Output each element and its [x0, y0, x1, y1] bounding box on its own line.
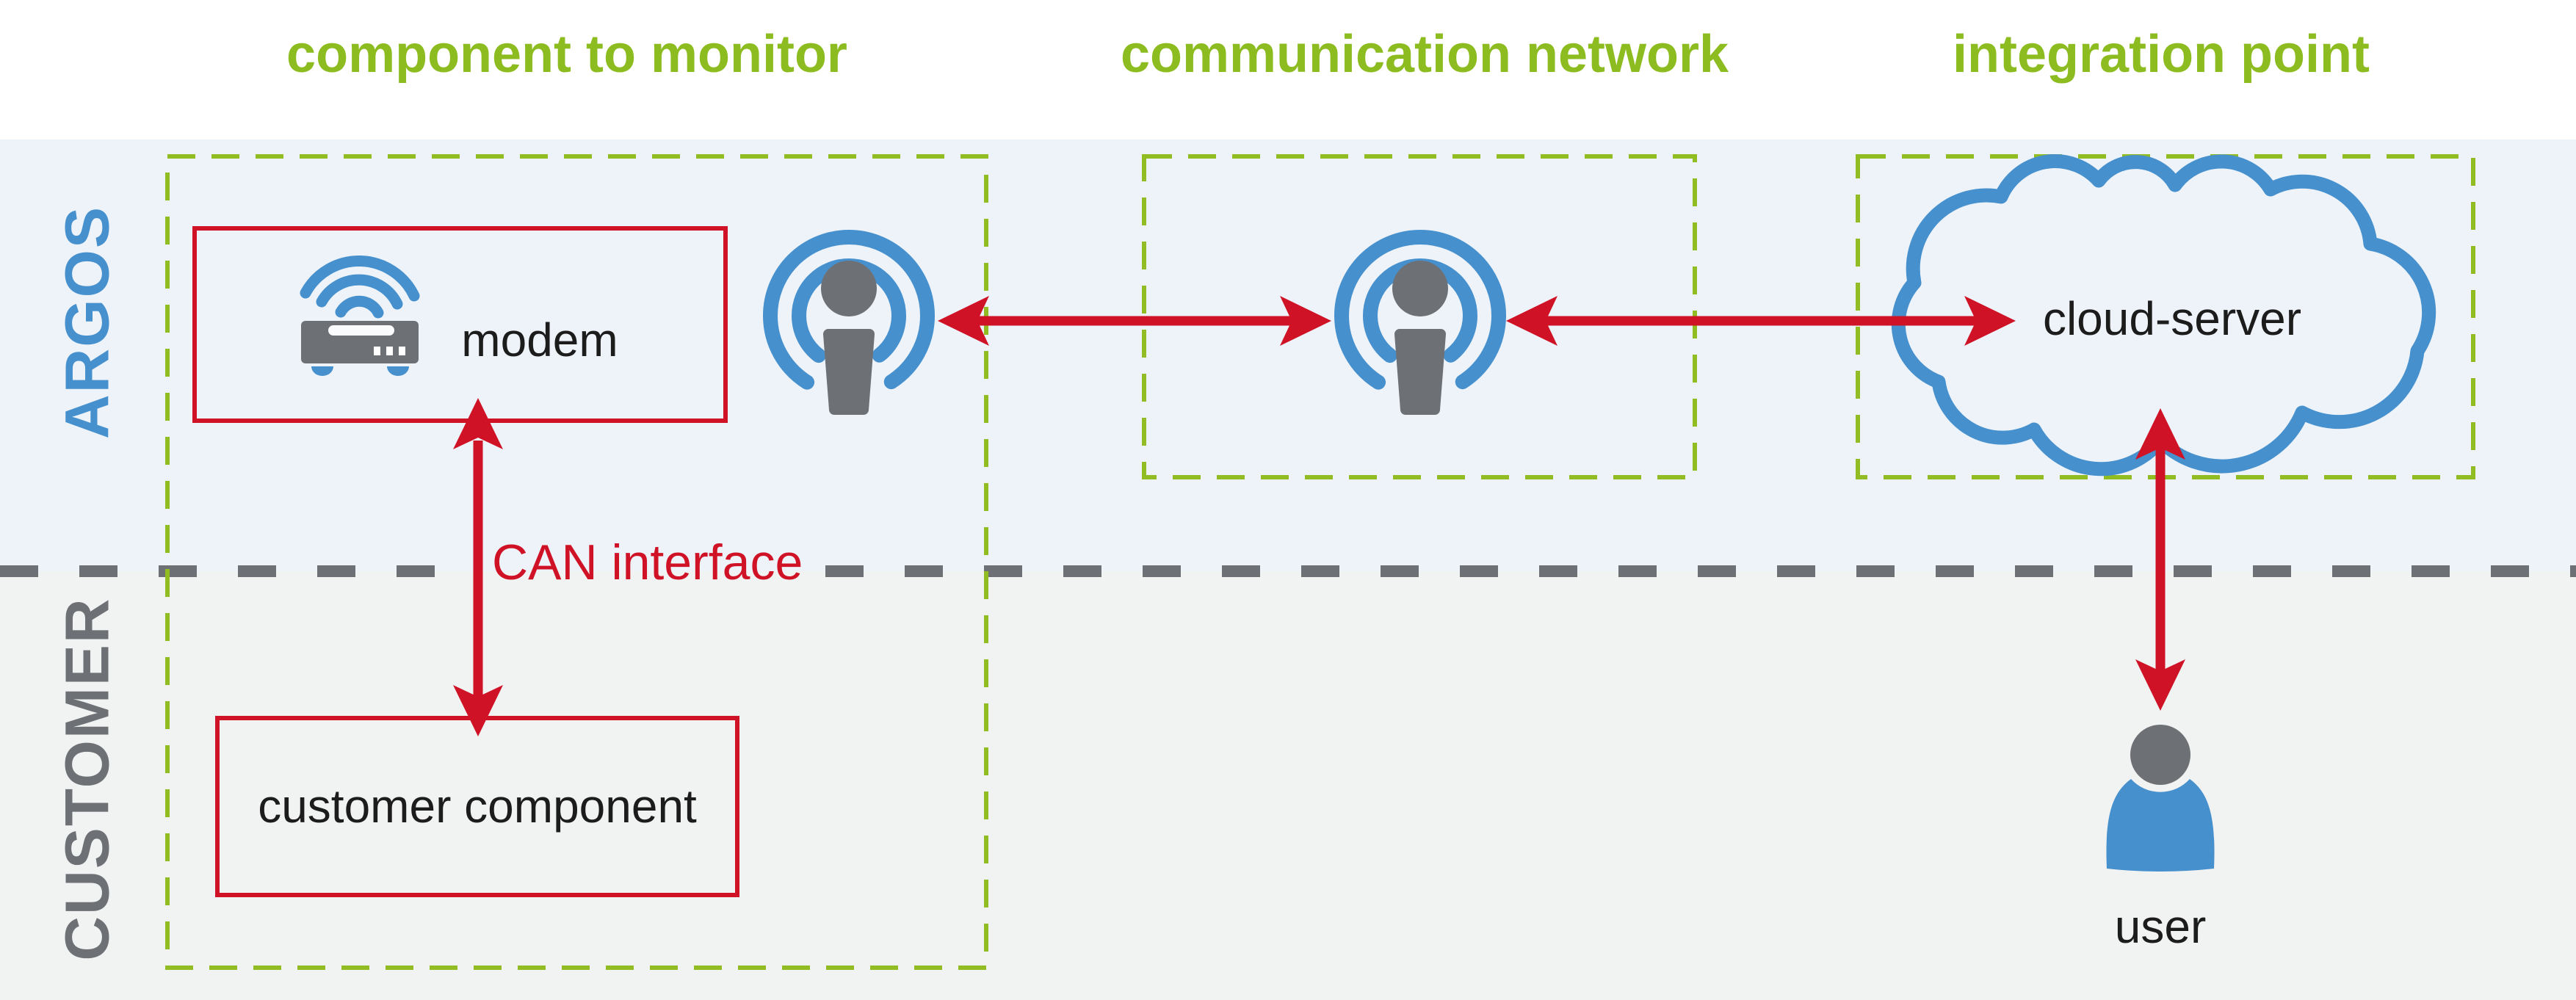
group-box-integration-point [1856, 154, 2475, 479]
can-interface-label: CAN interface [492, 535, 803, 590]
column-header-integration-point: integration point [1953, 25, 2370, 84]
antenna-icon-component [763, 230, 935, 415]
lane-label-customer: CUSTOMER [52, 597, 122, 961]
antenna-icon-network [1334, 230, 1506, 415]
user-label: user [2114, 900, 2207, 953]
column-header-component-to-monitor: component to monitor [286, 25, 847, 84]
customer-component-label: customer component [258, 780, 697, 833]
column-header-communication-network: communication network [1120, 25, 1729, 84]
can-interface-arrow [453, 398, 503, 736]
modem-box [192, 226, 728, 423]
modem-icon [300, 256, 420, 376]
user-icon [2106, 725, 2215, 872]
cloud-user-arrow [2135, 408, 2185, 711]
cloud-server-label: cloud-server [2042, 292, 2302, 345]
modem-label: modem [461, 314, 618, 366]
group-box-component-to-monitor [165, 154, 988, 970]
lane-label-argos: ARGOS [52, 205, 122, 440]
lane-band-customer [0, 571, 2576, 1000]
network-cloud-arrow [1506, 296, 2016, 346]
radio-link-arrow [938, 296, 1331, 346]
